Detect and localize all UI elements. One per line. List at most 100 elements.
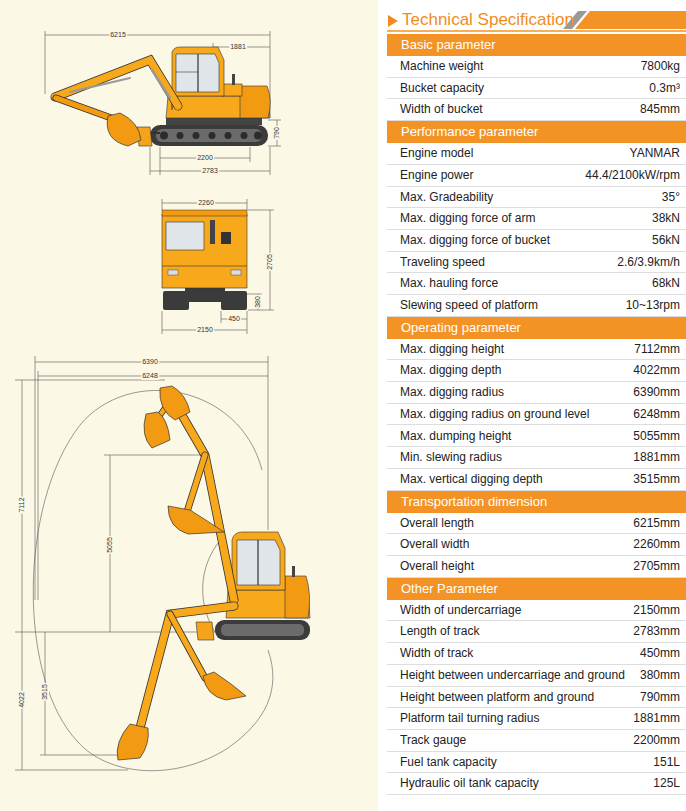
spec-name: Max. digging radius on ground level (400, 404, 589, 426)
row-rule (387, 794, 686, 795)
spec-value: 1881mm (633, 447, 680, 469)
dimension-label: 6248 (141, 372, 159, 380)
spec-name: Track gauge (400, 730, 466, 752)
spec-value: 6390mm (633, 382, 680, 404)
spec-name: Max. digging force of arm (400, 208, 535, 230)
spec-value: 2783mm (633, 621, 680, 643)
row-rule (387, 446, 686, 447)
spec-value: 2.6/3.9km/h (617, 252, 680, 274)
spec-value: 450mm (640, 643, 680, 665)
section-band: Basic parameter (387, 34, 686, 56)
spec-value: 7800kg (641, 56, 680, 78)
spec-value: 35° (662, 187, 680, 209)
page-title: Technical Specification (402, 10, 574, 30)
section-heading: Basic parameter (401, 34, 496, 56)
spec-name: Max. hauling force (400, 273, 498, 295)
row-rule (387, 664, 686, 665)
row-rule (387, 707, 686, 708)
dimension-label: 2200 (196, 154, 214, 162)
section-band: Performance parameter (387, 121, 686, 143)
dimension-label: 4022 (18, 691, 26, 709)
section-band: Operating parameter (387, 317, 686, 339)
spec-value: 68kN (652, 273, 680, 295)
spec-name: Engine power (400, 165, 473, 187)
dimension-label: 1881 (229, 43, 247, 51)
spec-name: Fuel tank capacity (400, 752, 497, 774)
spec-value: 2260mm (633, 534, 680, 556)
row-rule (387, 294, 686, 295)
row-rule (387, 98, 686, 99)
dimension-label: 2705 (266, 253, 274, 271)
spec-name: Max. digging force of bucket (400, 230, 550, 252)
spec-name: Max. digging height (400, 339, 504, 361)
spec-value: 6215mm (633, 513, 680, 535)
dimension-label: 7112 (18, 496, 26, 513)
spec-name: Slewing speed of platform (400, 295, 538, 317)
section-heading: Other Parameter (401, 578, 498, 600)
section-heading: Operating parameter (401, 317, 521, 339)
spec-value: 125L (653, 773, 680, 795)
dimension-label: 6390 (141, 358, 159, 366)
row-rule (387, 359, 686, 360)
row-rule (387, 533, 686, 534)
spec-value: 4022mm (633, 360, 680, 382)
spec-value: 2200mm (633, 730, 680, 752)
row-rule (387, 381, 686, 382)
dimension-label: 2150 (196, 326, 214, 334)
spec-value: 7112mm (634, 339, 680, 361)
spec-value: 3515mm (633, 469, 680, 491)
dimension-label: 2260 (197, 199, 215, 207)
row-rule (387, 164, 686, 165)
spec-name: Platform tail turning radius (400, 708, 539, 730)
spec-name: Hydraulic oil tank capacity (400, 773, 539, 795)
dimension-label: 5055 (106, 536, 114, 554)
spec-name: Machine weight (400, 56, 483, 78)
front-view (162, 199, 274, 334)
spec-name: Engine model (400, 143, 473, 165)
drawing-ground (0, 0, 378, 811)
spec-name: Max. digging radius (400, 382, 504, 404)
spec-value: 5055mm (633, 426, 680, 448)
spec-name: Overall width (400, 534, 469, 556)
row-rule (387, 272, 686, 273)
spec-value: 38kN (652, 208, 680, 230)
side-view (45, 31, 281, 175)
dimension-label: 380 (254, 295, 262, 309)
row-rule (387, 772, 686, 773)
dimension-label: 6215 (109, 31, 127, 39)
working-range (15, 356, 310, 771)
header-decoration (387, 11, 686, 31)
spec-value: 845mm (640, 99, 680, 121)
row-rule (387, 424, 686, 425)
row-rule (387, 620, 686, 621)
spec-value: 2705mm (633, 556, 680, 578)
dimension-label: 450 (227, 315, 241, 323)
spec-name: Bucket capacity (400, 78, 484, 100)
spec-name: Width of undercarriage (400, 600, 521, 622)
row-rule (387, 686, 686, 687)
spec-value: 56kN (652, 230, 680, 252)
section-band: Other Parameter (387, 578, 686, 600)
spec-name: Max. Gradeability (400, 187, 493, 209)
spec-value: 6248mm (633, 404, 680, 426)
row-rule (387, 229, 686, 230)
section-band: Transportation dimension (387, 491, 686, 513)
row-rule (387, 555, 686, 556)
row-rule (387, 186, 686, 187)
spec-name: Height between undercarriage and ground (400, 665, 625, 687)
row-rule (387, 207, 686, 208)
spec-name: Length of track (400, 621, 479, 643)
row-rule (387, 251, 686, 252)
spec-name: Width of track (400, 643, 473, 665)
spec-name: Overall height (400, 556, 474, 578)
spec-value: 10~13rpm (626, 295, 680, 317)
dimension-label: 790 (273, 126, 281, 140)
spec-name: Max. digging depth (400, 360, 501, 382)
row-rule (387, 642, 686, 643)
spec-name: Min. slewing radius (400, 447, 502, 469)
spec-name: Max. vertical digging depth (400, 469, 543, 491)
spec-value: 44.4/2100kW/rpm (585, 165, 680, 187)
row-rule (387, 468, 686, 469)
spec-name: Traveling speed (400, 252, 485, 274)
